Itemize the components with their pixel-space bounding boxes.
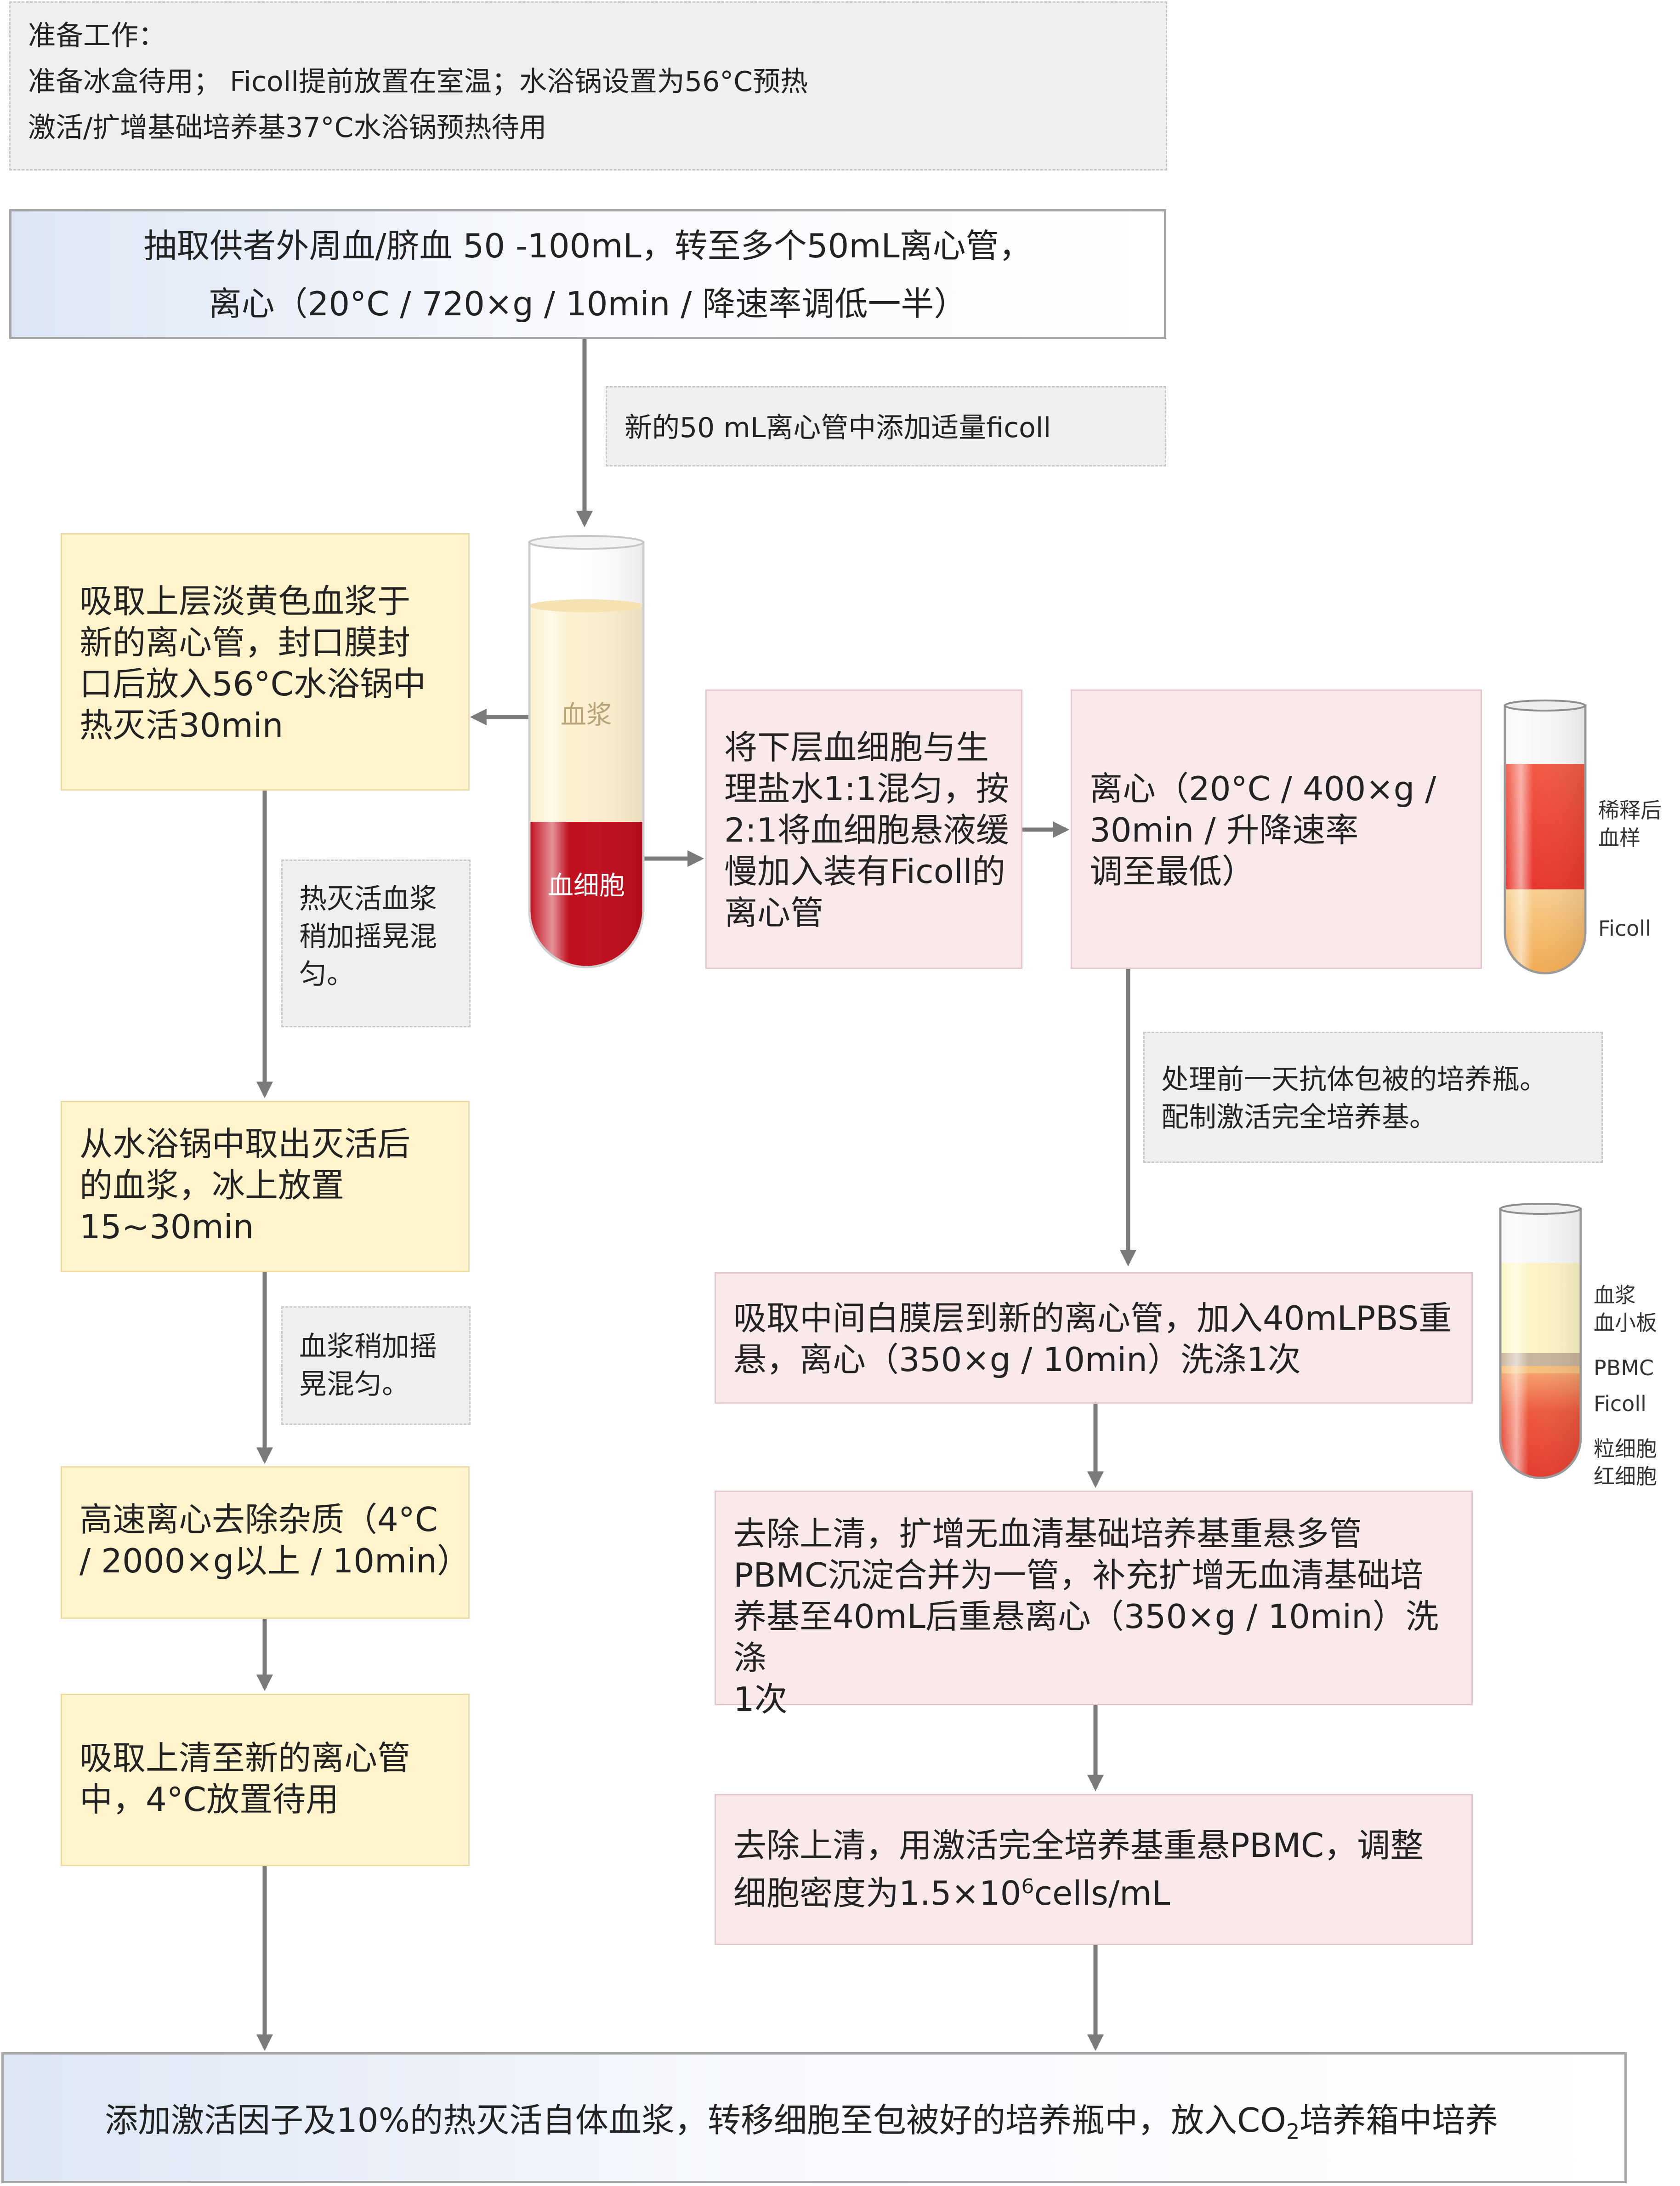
top-step-text: 抽取供者外周血/脐血 50 -100mL，转至多个50mL离心管， 离心（20°…	[11, 217, 1164, 333]
ficoll-note: 新的50 mL离心管中添加适量ficoll	[606, 386, 1166, 467]
resuspend-text: 去除上清，扩增无血清基础培养基重悬多管 PBMC沉淀合并为一管，补充扩增无血清基…	[733, 1513, 1471, 1720]
ficoll-spin-text: 离心（20°C / 400×g / 30min / 升降速率 调至最低）	[1090, 768, 1436, 892]
plasma-inactivation-box: 吸取上层淡黄色血浆于 新的离心管，封口膜封 口后放入56°C水浴锅中 热灭活30…	[61, 533, 470, 791]
tube3-plasma-label: 血浆 血小板	[1594, 1281, 1657, 1337]
right-note-text: 处理前一天抗体包被的培养瓶。 配制激活完全培养基。	[1161, 1061, 1547, 1136]
left-note-2-text: 血浆稍加摇 晃混匀。	[299, 1328, 437, 1403]
prep-line-1: 准备冰盒待用； Ficoll提前放置在室温；水浴锅设置为56°C预热	[28, 59, 808, 105]
prep-line-2: 激活/扩增基础培养基37°C水浴锅预热待用	[28, 105, 546, 151]
tube1-plasma-label: 血浆	[529, 702, 643, 729]
density-text-line1: 去除上清，用激活完全培养基重悬PBMC，调整	[733, 1825, 1423, 1866]
resuspend-box: 去除上清，扩增无血清基础培养基重悬多管 PBMC沉淀合并为一管，补充扩增无血清基…	[715, 1491, 1473, 1705]
high-speed-spin-text: 高速离心去除杂质（4°C / 2000×g以上 / 10min）	[79, 1499, 468, 1582]
supernatant-box: 吸取上清至新的离心管 中，4°C放置待用	[61, 1694, 470, 1866]
bottom-step-text: 添加激活因子及10%的热灭活自体血浆，转移细胞至包被好的培养瓶中，放入CO2培养…	[105, 2100, 1498, 2152]
tube3-ficoll-label: Ficoll	[1594, 1390, 1646, 1417]
left-note-1-text: 热灭活血浆 稍加摇晃混 匀。	[299, 880, 437, 993]
density-box: 去除上清，用激活完全培养基重悬PBMC，调整 细胞密度为1.5×106cells…	[715, 1794, 1473, 1945]
supernatant-text: 吸取上清至新的离心管 中，4°C放置待用	[79, 1737, 410, 1820]
buffy-coat-box: 吸取中间白膜层到新的离心管，加入40mLPBS重 悬，离心（350×g / 10…	[715, 1272, 1473, 1404]
prep-title: 准备工作：	[28, 13, 166, 59]
right-note: 处理前一天抗体包被的培养瓶。 配制激活完全培养基。	[1143, 1032, 1603, 1163]
tube2-bottom-label: Ficoll	[1598, 915, 1651, 942]
density-text-line2: 细胞密度为1.5×106cells/mL	[733, 1866, 1170, 1914]
tube3-pbmc-label: PBMC	[1594, 1354, 1654, 1382]
left-note-2: 血浆稍加摇 晃混匀。	[281, 1306, 471, 1425]
ficoll-note-text: 新的50 mL离心管中添加适量ficoll	[624, 405, 1051, 451]
prep-box: 准备工作： 准备冰盒待用； Ficoll提前放置在室温；水浴锅设置为56°C预热…	[9, 1, 1167, 171]
mix-saline-box: 将下层血细胞与生 理盐水1:1混匀，按 2:1将血细胞悬液缓 慢加入装有Fico…	[705, 689, 1022, 969]
left-note-1: 热灭活血浆 稍加摇晃混 匀。	[281, 860, 471, 1027]
cool-plasma-box: 从水浴锅中取出灭活后 的血浆，冰上放置 15~30min	[61, 1101, 470, 1272]
cool-plasma-text: 从水浴锅中取出灭活后 的血浆，冰上放置 15~30min	[79, 1123, 410, 1247]
tube1-cells-label: 血细胞	[529, 872, 643, 900]
high-speed-spin-box: 高速离心去除杂质（4°C / 2000×g以上 / 10min）	[61, 1466, 470, 1619]
ficoll-spin-box: 离心（20°C / 400×g / 30min / 升降速率 调至最低）	[1071, 689, 1482, 969]
buffy-coat-text: 吸取中间白膜层到新的离心管，加入40mLPBS重 悬，离心（350×g / 10…	[733, 1298, 1452, 1380]
tube3-rbc-label: 粒细胞 红细胞	[1594, 1435, 1657, 1490]
top-step-box: 抽取供者外周血/脐血 50 -100mL，转至多个50mL离心管， 离心（20°…	[9, 209, 1166, 339]
mix-saline-text: 将下层血细胞与生 理盐水1:1混匀，按 2:1将血细胞悬液缓 慢加入装有Fico…	[724, 727, 1009, 934]
plasma-inactivation-text: 吸取上层淡黄色血浆于 新的离心管，封口膜封 口后放入56°C水浴锅中 热灭活30…	[79, 581, 426, 746]
bottom-step-box: 添加激活因子及10%的热灭活自体血浆，转移细胞至包被好的培养瓶中，放入CO2培养…	[1, 2052, 1627, 2183]
tube2-top-label: 稀释后 血样	[1598, 797, 1662, 852]
